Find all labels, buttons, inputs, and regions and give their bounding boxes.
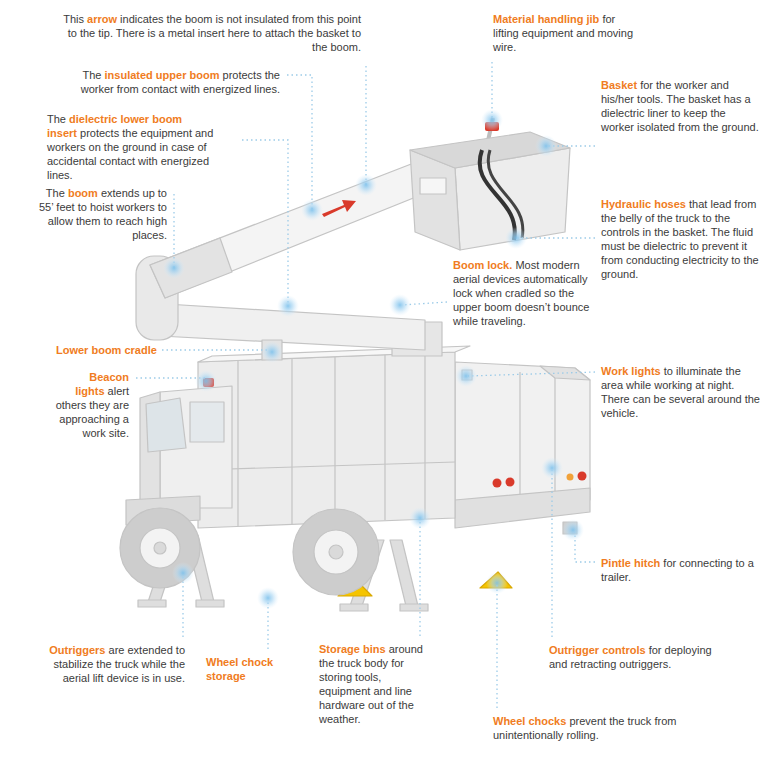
part-description: The xyxy=(47,113,66,125)
callout-text: Wheel chock storage xyxy=(205,655,295,683)
callout-text: Basketfor the worker and his/her tools. … xyxy=(600,78,762,134)
part-name: arrow xyxy=(87,13,117,25)
leader-line xyxy=(182,575,183,637)
leader-line xyxy=(365,66,366,185)
callout-text: Beacon lightsalert others they are appro… xyxy=(44,370,130,440)
callout-text: Theinsulated upper boomprotects the work… xyxy=(66,68,281,96)
part-description: This xyxy=(63,13,84,25)
leader-line xyxy=(551,470,552,637)
leader-line xyxy=(496,585,497,708)
body-side xyxy=(198,352,455,528)
part-name: Work lights xyxy=(601,365,661,377)
leader-line xyxy=(136,377,205,378)
part-name: Wheel chock storage xyxy=(206,656,273,682)
leader-line xyxy=(242,140,288,305)
callout-text: Thedielectric lower boom insertprotects … xyxy=(46,112,236,182)
wheel xyxy=(120,508,200,588)
callout-text: Wheel chocksprevent the truck from unint… xyxy=(492,714,702,742)
part-description: that lead from the belly of the truck to… xyxy=(601,198,759,280)
boom-arrow xyxy=(322,200,356,217)
part-name: insulated upper boom xyxy=(105,69,220,81)
part-description: around the truck body for storing tools,… xyxy=(319,643,423,725)
part-description: The xyxy=(82,69,101,81)
leader-line xyxy=(518,237,595,238)
callout-text: Material handling jibfor lifting equipme… xyxy=(492,12,642,54)
wheel xyxy=(293,509,379,595)
part-name: Pintle hitch xyxy=(601,557,660,569)
truck xyxy=(120,118,590,611)
callout-text: Lower boom cradle xyxy=(55,343,158,357)
part-name: Boom lock. xyxy=(453,259,512,271)
windshield xyxy=(146,398,186,452)
callout-text: Work lightsto illuminate the area while … xyxy=(600,364,762,420)
part-name: Basket xyxy=(601,79,637,91)
callout-text: Outrigger controlsfor deploying and retr… xyxy=(548,643,723,671)
callout-text: Hydraulic hosesthat lead from the belly … xyxy=(600,197,762,281)
part-name: Lower boom cradle xyxy=(56,344,157,356)
hydraulic-hose xyxy=(480,150,515,240)
part-description: The xyxy=(46,187,65,199)
hydraulic-hose xyxy=(488,150,523,238)
leader-line xyxy=(162,349,270,350)
part-name: Wheel chocks xyxy=(493,715,566,727)
callout-text: Theboomextends up to 55’ feet to hoist w… xyxy=(38,186,168,242)
callout-text: Pintle hitchfor connecting to a trailer. xyxy=(600,556,760,584)
callout-text: Outriggersare extended to stabilize the … xyxy=(36,643,186,685)
leader-line xyxy=(419,520,420,636)
target-dots xyxy=(163,109,584,609)
callout-text: Boom lock.Most modern aerial devices aut… xyxy=(452,258,592,328)
callout-text: Thisarrowindicates the boom is not insul… xyxy=(62,12,362,54)
part-name: Outriggers xyxy=(49,644,105,656)
part-name: Storage bins xyxy=(319,643,386,655)
leader-line xyxy=(173,194,174,268)
leader-line xyxy=(468,372,595,376)
part-name: Material handling jib xyxy=(493,13,599,25)
callout-text: Storage binsaround the truck body for st… xyxy=(318,642,436,726)
part-name: boom xyxy=(68,187,98,199)
leader-line xyxy=(287,75,312,210)
part-name: Outrigger controls xyxy=(549,644,646,656)
part-name: Hydraulic hoses xyxy=(601,198,686,210)
